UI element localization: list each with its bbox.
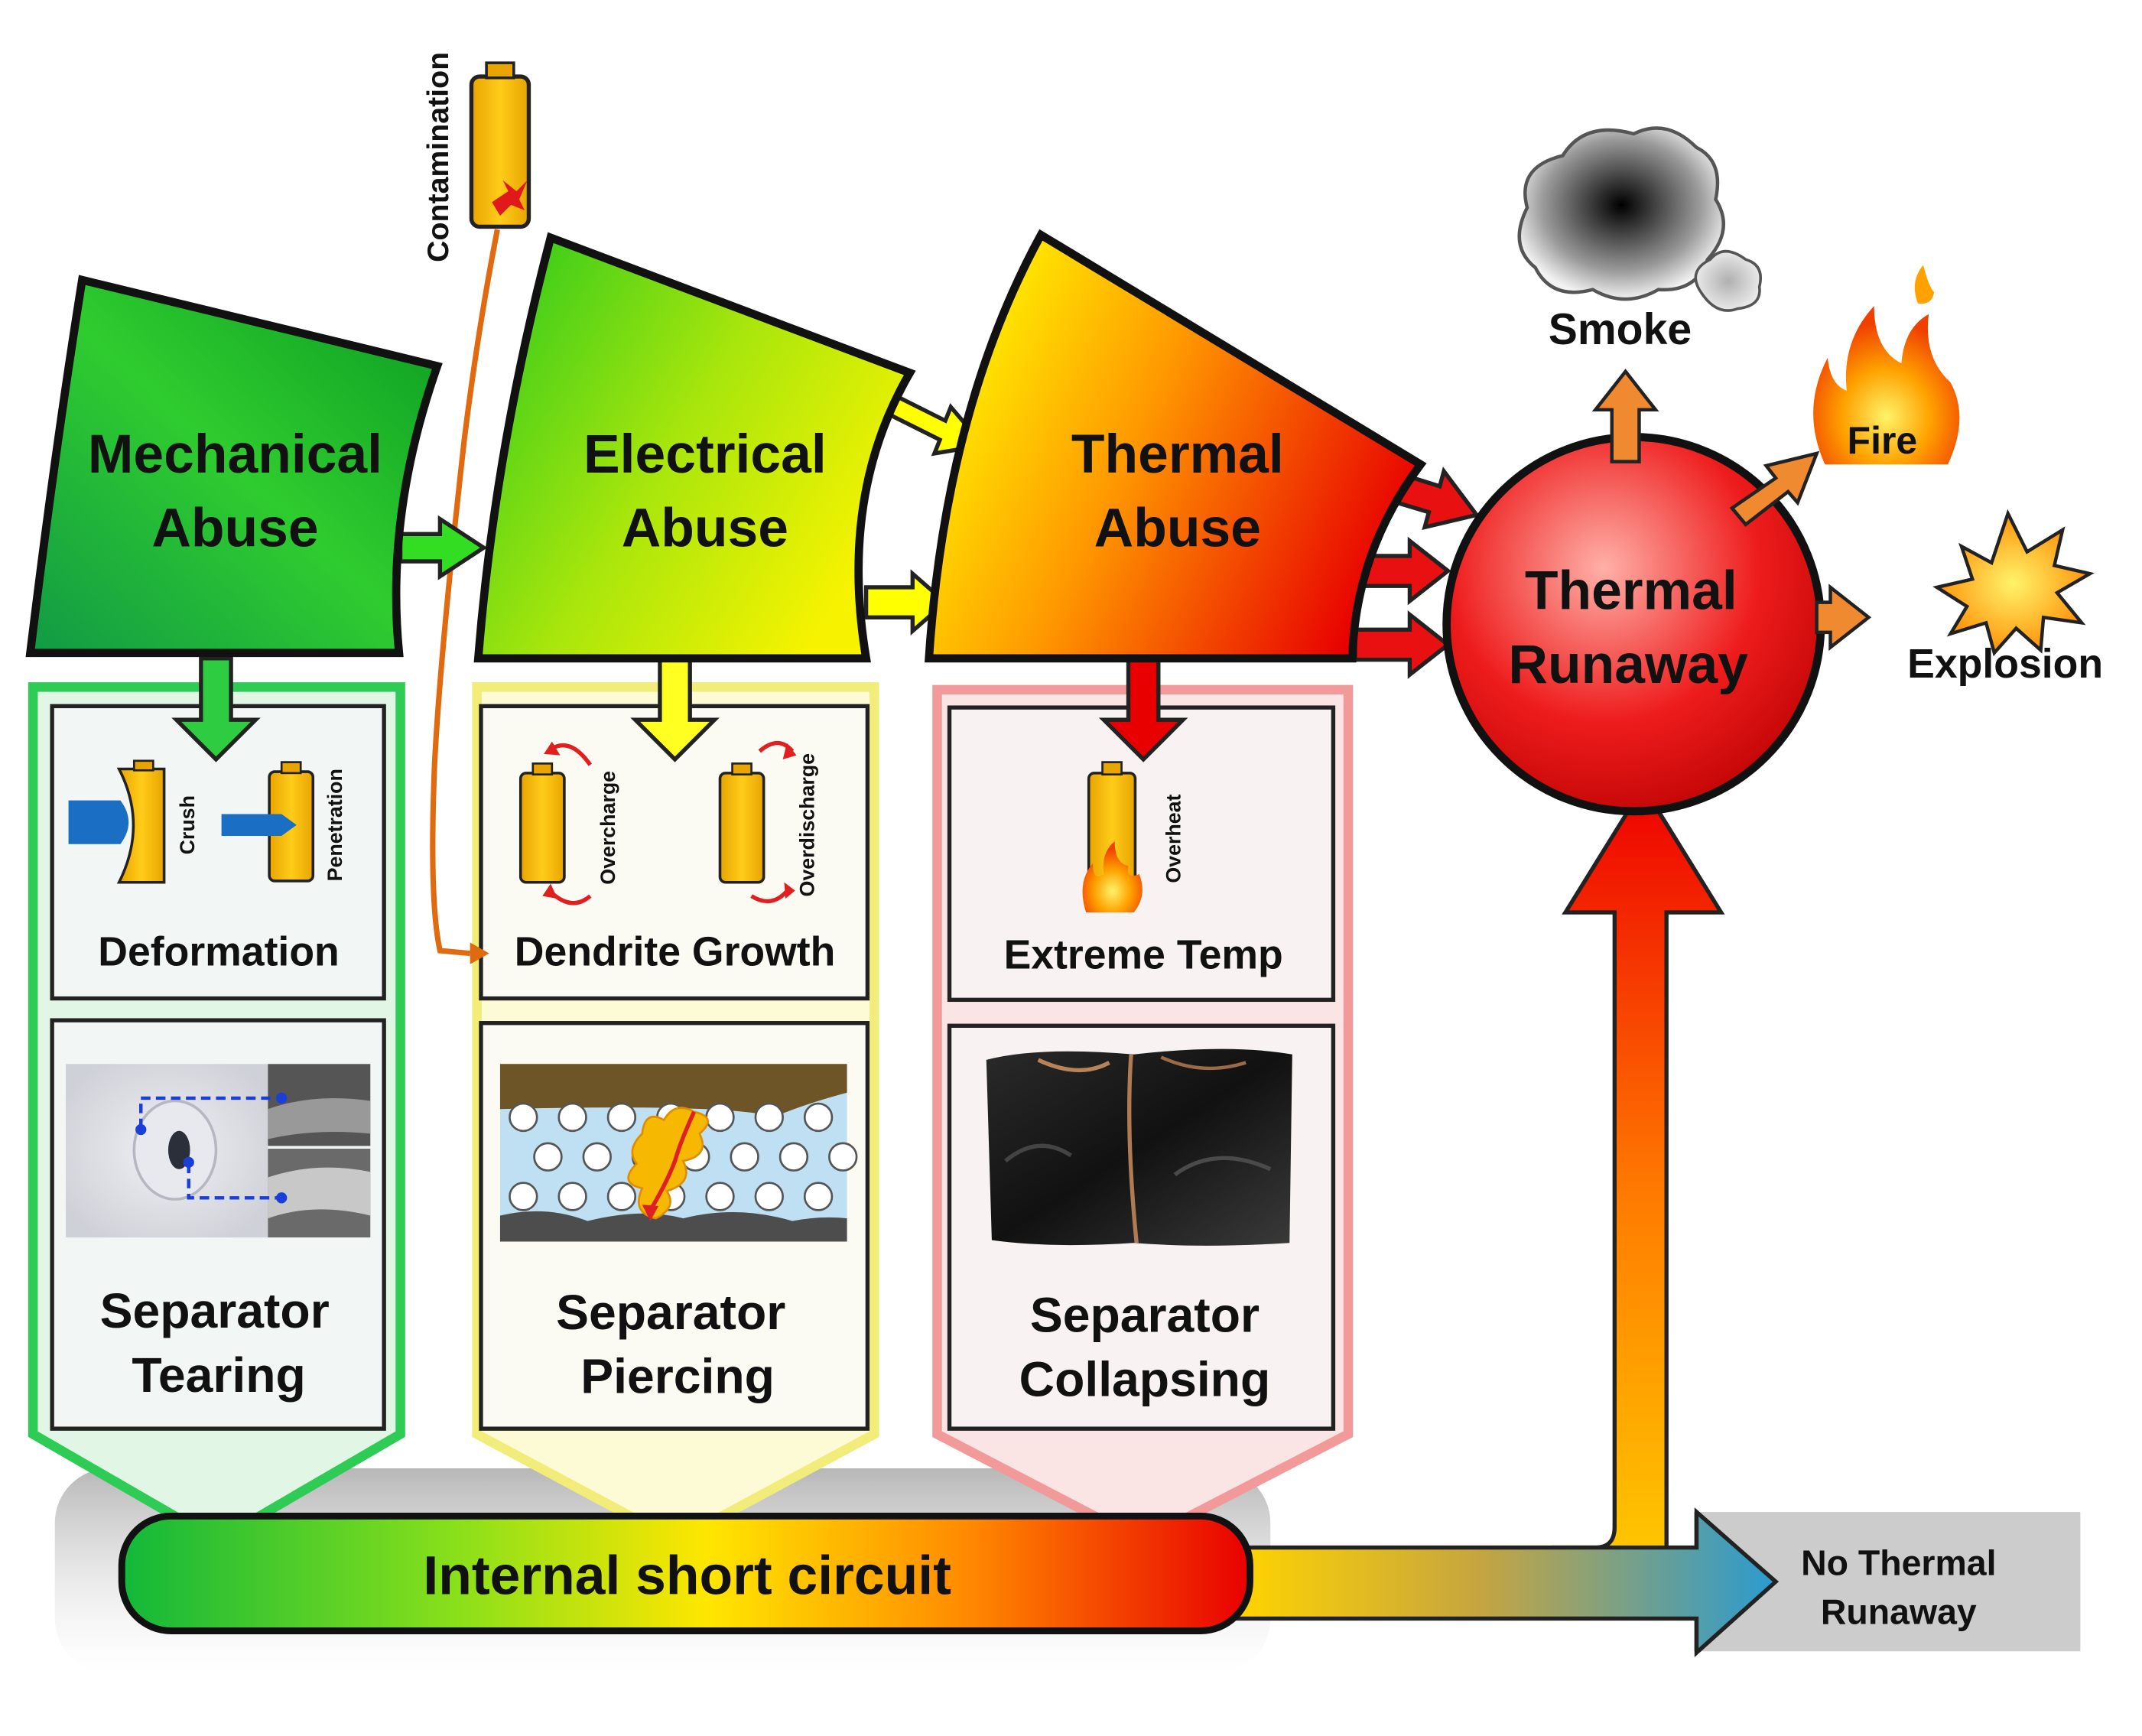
smoke-label: Smoke xyxy=(1549,305,1692,354)
internal-short-circuit-label: Internal short circuit xyxy=(423,1545,951,1606)
contamination-line xyxy=(430,229,500,957)
to-explosion-arrow xyxy=(1815,584,1872,652)
collapsed-separator-photo xyxy=(986,1048,1292,1246)
battery-icon xyxy=(518,772,566,884)
thermal-separator-panel: Separator Collapsing xyxy=(947,1023,1336,1431)
contaminant-icon xyxy=(492,180,528,216)
no-runaway-line2: Runaway xyxy=(1821,1592,1977,1632)
thermal-abuse-line1: Thermal xyxy=(1071,424,1284,485)
mechanical-down-arrow xyxy=(171,656,261,762)
separator-pore xyxy=(754,1182,784,1211)
nail-icon xyxy=(221,814,297,837)
thermal-runaway-line1: Thermal xyxy=(1525,561,1737,622)
separator-pore xyxy=(606,1102,637,1133)
fire-label: Fire xyxy=(1848,419,1918,462)
separator-pore xyxy=(509,1102,538,1133)
overcharge-label: Overcharge xyxy=(596,771,619,885)
contamination-label: Contamination xyxy=(421,52,455,262)
thermal-abuse-line2: Abuse xyxy=(1094,497,1261,558)
mechanical-to-electrical-arrow xyxy=(398,515,488,580)
mechanical-abuse-line1: Mechanical xyxy=(88,424,382,485)
electrode-top xyxy=(499,1064,847,1117)
separator-tearing-line2: Tearing xyxy=(132,1348,305,1403)
separator-pore xyxy=(557,1182,587,1211)
thermal-runaway-line2: Runaway xyxy=(1508,634,1748,695)
mechanical-separator-panel: Separator Tearing xyxy=(50,1018,386,1431)
explosion-icon xyxy=(1932,509,2095,657)
separator-pore xyxy=(533,1142,563,1172)
electrical-abuse-line1: Electrical xyxy=(583,424,827,485)
deformation-label: Deformation xyxy=(98,930,339,975)
separator-pore xyxy=(705,1182,735,1211)
separator-pore xyxy=(730,1142,759,1172)
mechanical-abuse-block: Mechanical Abuse xyxy=(25,275,443,658)
separator-collapsing-line1: Separator xyxy=(1030,1287,1260,1342)
electrical-down-arrow xyxy=(630,656,720,762)
dendrite-growth-label: Dendrite Growth xyxy=(515,930,836,975)
runaway-up-arrow xyxy=(1552,782,1725,1598)
mechanical-abuse-line2: Abuse xyxy=(151,497,318,558)
crush-label: Crush xyxy=(176,795,199,854)
separator-tearing-line1: Separator xyxy=(100,1283,330,1338)
separator-piercing-line1: Separator xyxy=(556,1285,785,1340)
separator-piercing-line2: Piercing xyxy=(580,1349,775,1404)
fire-icon xyxy=(1813,265,1960,465)
thermal-to-runaway-arrow-3 xyxy=(1353,610,1451,679)
dendrite-shape xyxy=(627,1107,709,1220)
thermal-to-runaway-arrow-2 xyxy=(1358,536,1451,606)
crush-tool-icon xyxy=(68,800,129,844)
separator-pore xyxy=(754,1102,784,1133)
no-runaway-arrow xyxy=(1234,1507,1780,1658)
battery-icon xyxy=(116,767,166,884)
explosion-label: Explosion xyxy=(1907,642,2103,687)
separator-pore xyxy=(582,1142,612,1172)
separator-pore xyxy=(778,1142,809,1172)
separator-pore xyxy=(509,1182,538,1211)
separator-pore xyxy=(803,1182,834,1211)
thermal-down-arrow xyxy=(1098,656,1188,762)
overdischarge-label: Overdischarge xyxy=(796,753,819,896)
no-runaway-line1: No Thermal xyxy=(1801,1543,1996,1582)
separator-pore xyxy=(803,1102,834,1133)
to-smoke-arrow xyxy=(1591,369,1659,463)
pore-array xyxy=(509,1102,858,1211)
thermal-runaway-node: Thermal Runaway xyxy=(1442,433,1825,816)
separator-pore xyxy=(606,1182,637,1211)
separator-pore xyxy=(705,1102,735,1133)
electrical-abuse-line2: Abuse xyxy=(622,497,788,558)
battery-icon xyxy=(718,772,765,884)
overheat-label: Overheat xyxy=(1162,794,1185,883)
to-fire-arrow xyxy=(1729,450,1820,527)
mechanical-deformation-panel: Crush Penetration Deformation xyxy=(50,704,386,1001)
electrical-separator-panel: Separator Piercing xyxy=(479,1021,870,1431)
extreme-temp-label: Extreme Temp xyxy=(1004,932,1283,977)
separator-collapsing-line2: Collapsing xyxy=(1019,1351,1271,1406)
electrical-abuse-block: Electrical Abuse xyxy=(473,232,916,663)
separator-pore xyxy=(828,1142,858,1172)
flame-icon xyxy=(1082,841,1143,913)
smoke-cloud-icon xyxy=(1517,126,1762,312)
thermal-abuse-block: Thermal Abuse xyxy=(925,229,1427,663)
penetration-label: Penetration xyxy=(323,769,346,881)
internal-short-circuit-bar: Internal short circuit xyxy=(118,1512,1253,1634)
electrode-bottom xyxy=(499,1211,847,1242)
separator-pore xyxy=(557,1102,587,1133)
contamination-source: Contamination xyxy=(421,52,531,964)
